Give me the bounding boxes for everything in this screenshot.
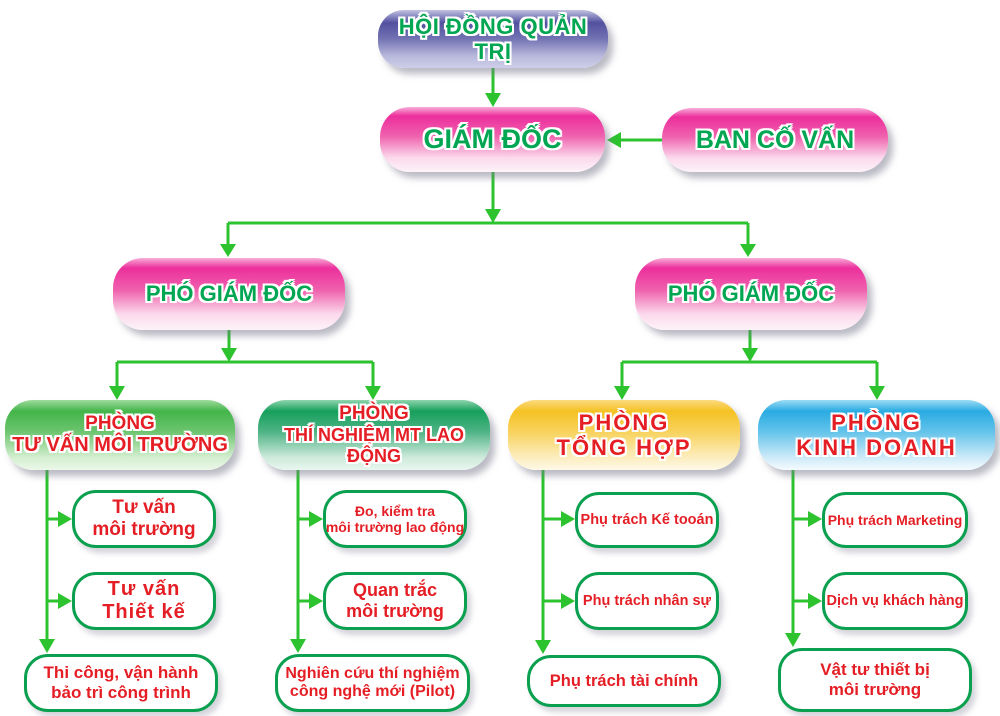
- node-dept-environment-consulting: PHÒNG TƯ VẤN MÔI TRƯỜNG: [5, 400, 235, 470]
- unit-pilot-research: Nghiên cứu thí nghiệm công nghệ mới (Pil…: [275, 654, 470, 712]
- connector-col3: [535, 470, 575, 654]
- node-director-label: GIÁM ĐỐC: [423, 123, 562, 154]
- unit-label-line2: môi trường: [828, 680, 922, 699]
- unit-design-consulting: Tư vấn Thiết kế: [72, 572, 216, 630]
- unit-label-line2: bảo trì công trình: [51, 683, 191, 702]
- unit-finance: Phụ trách tài chính: [527, 655, 721, 707]
- node-board: HỘI ĐỒNG QUẢN TRỊ: [378, 10, 608, 68]
- unit-customer-service: Dịch vụ khách hàng: [822, 572, 968, 630]
- dept-label-line2: TỔNG HỢP: [556, 435, 692, 460]
- node-advisory-label: BAN CỐ VẤN: [695, 125, 855, 154]
- dept-label-line1: PHÒNG: [578, 409, 670, 435]
- unit-environment-monitoring: Quan trắc môi trường: [323, 572, 467, 630]
- node-deputy-director-left: PHÓ GIÁM ĐỐC: [113, 258, 345, 330]
- connector-col4: [785, 470, 822, 647]
- unit-label-line1: Nghiên cứu thí nghiệm: [285, 664, 460, 682]
- node-dept-business: PHÒNG KINH DOANH: [758, 400, 995, 470]
- dept-label-line1: PHÒNG: [339, 403, 409, 425]
- connector-col2: [290, 470, 323, 653]
- dept-label-line1: PHÒNG: [831, 409, 922, 435]
- connector-deputy-left-depts: [109, 330, 381, 400]
- unit-label-line1: Thi công, vận hành: [43, 663, 199, 683]
- unit-marketing: Phụ trách Marketing: [822, 492, 968, 548]
- unit-label-line2: Thiết kế: [102, 601, 186, 623]
- unit-label-line2: môi trường: [346, 601, 444, 621]
- unit-construction-operation-maintenance: Thi công, vận hành bảo trì công trình: [24, 654, 218, 712]
- connector-advisory-director: [607, 132, 662, 148]
- unit-label-line1: Phụ trách tài chính: [549, 671, 699, 690]
- connector-board-director: [485, 68, 501, 107]
- connector-col1: [39, 470, 72, 653]
- unit-accounting: Phụ trách Kế tooán: [575, 492, 719, 548]
- node-deputy-right-label: PHÓ GIÁM ĐỐC: [667, 281, 835, 307]
- unit-label-line1: Tư vấn: [107, 578, 181, 600]
- unit-label-line1: Quan trắc: [352, 580, 438, 601]
- unit-label-line2: môi trường lao động: [325, 519, 465, 535]
- unit-label-line1: Phụ trách Kế tooán: [580, 511, 714, 528]
- unit-label-line2: môi trường: [92, 519, 196, 540]
- node-board-label: HỘI ĐỒNG QUẢN TRỊ: [398, 13, 588, 64]
- node-deputy-director-right: PHÓ GIÁM ĐỐC: [635, 258, 867, 330]
- node-dept-labor-environment-lab: PHÒNG THÍ NGHIỆM MT LAO ĐỘNG: [258, 400, 490, 470]
- node-deputy-left-label: PHÓ GIÁM ĐỐC: [145, 281, 313, 307]
- unit-label-line1: Vật tư thiết bị: [820, 660, 930, 680]
- unit-label-line1: Đo, kiểm tra: [354, 502, 436, 519]
- unit-environment-consulting: Tư vấn môi trường: [72, 490, 216, 548]
- node-dept-general-affairs: PHÒNG TỔNG HỢP: [508, 400, 740, 470]
- dept-label-line2: THÍ NGHIỆM MT LAO ĐỘNG: [284, 425, 464, 466]
- unit-human-resources: Phụ trách nhân sự: [575, 572, 719, 630]
- dept-label-line1: PHÒNG: [85, 412, 155, 434]
- connector-director-deputies: [220, 172, 756, 257]
- unit-labor-environment-measurement: Đo, kiểm tra môi trường lao động: [323, 490, 467, 548]
- unit-label-line1: Phụ trách Marketing: [827, 511, 963, 528]
- node-director: GIÁM ĐỐC: [380, 107, 605, 172]
- unit-label-line2: công nghệ mới (Pilot): [289, 683, 456, 700]
- unit-label-line1: Phụ trách nhân sự: [582, 592, 712, 609]
- dept-label-line2: TƯ VẤN MÔI TRƯỜNG: [12, 434, 228, 457]
- unit-label-line1: Tư vấn: [112, 497, 176, 519]
- unit-equipment-supplies: Vật tư thiết bị môi trường: [778, 648, 972, 712]
- node-advisory-board: BAN CỐ VẤN: [662, 108, 888, 172]
- dept-label-line2: KINH DOANH: [796, 435, 957, 460]
- connector-deputy-right-depts: [614, 330, 885, 400]
- unit-label-line1: Dịch vụ khách hàng: [826, 592, 964, 609]
